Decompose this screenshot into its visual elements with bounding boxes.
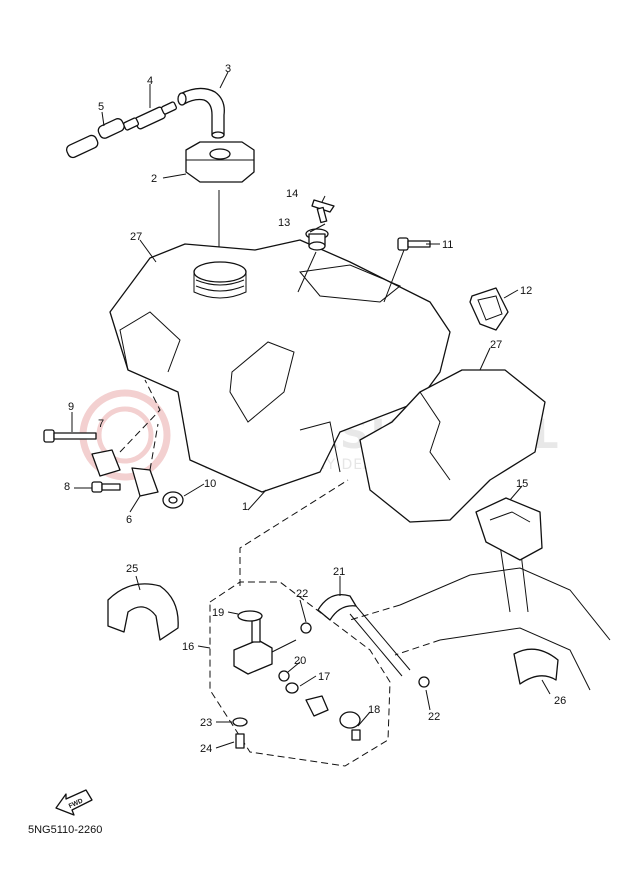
callout-26: 26 <box>554 695 566 707</box>
forward-arrow-icon: FWD <box>55 789 93 816</box>
callout-15: 15 <box>516 478 528 490</box>
callout-labels: 1 2 3 4 5 6 7 8 9 10 11 12 13 14 15 16 1… <box>64 63 566 755</box>
callout-22-upper: 22 <box>296 588 308 600</box>
filter-17 <box>285 682 299 694</box>
side-cover-right <box>359 369 546 523</box>
frame-section <box>349 544 611 691</box>
callout-18: 18 <box>368 704 380 716</box>
callout-7: 7 <box>98 418 104 430</box>
diagram-code: 5NG5110-2260 <box>28 824 103 836</box>
damper-guide-line <box>297 251 317 293</box>
callout-10: 10 <box>204 478 216 490</box>
callout-27-left: 27 <box>130 231 142 243</box>
callout-20: 20 <box>294 655 306 667</box>
callout-14: 14 <box>286 188 298 200</box>
screw-18 <box>351 729 361 741</box>
clip-22 <box>300 622 430 688</box>
breather-pipe <box>65 118 125 159</box>
bracket-6 <box>131 467 159 497</box>
fuel-cock-guide-line <box>239 479 349 586</box>
fuel-cock-group-box <box>209 581 391 767</box>
breather-hose <box>177 87 225 139</box>
callout-13: 13 <box>278 217 290 229</box>
callout-2: 2 <box>151 173 157 185</box>
protector-26 <box>513 648 559 685</box>
callout-9: 9 <box>68 401 74 413</box>
plate-part <box>305 695 361 729</box>
damper-7 <box>91 449 121 477</box>
callout-5: 5 <box>98 101 104 113</box>
callout-21: 21 <box>333 566 345 578</box>
callout-19: 19 <box>212 607 224 619</box>
callout-leaders <box>71 71 551 749</box>
o-ring-20 <box>278 670 290 682</box>
callout-6: 6 <box>126 514 132 526</box>
check-valve <box>122 101 178 131</box>
bolt-8 <box>91 481 121 493</box>
bolt-11 <box>397 237 431 251</box>
fuel-cock <box>233 617 297 675</box>
callout-11: 11 <box>442 239 453 251</box>
callout-22-lower: 22 <box>428 711 440 723</box>
callout-23: 23 <box>200 717 212 729</box>
callout-1: 1 <box>242 501 248 513</box>
washer-23 <box>232 717 248 727</box>
collar-10 <box>162 491 184 509</box>
fuel-pipe-21 <box>317 593 411 677</box>
fuel-tank <box>109 239 451 493</box>
tank-band-12 <box>469 287 509 331</box>
callout-24: 24 <box>200 743 212 755</box>
callout-12: 12 <box>520 285 532 297</box>
callout-4: 4 <box>147 75 153 87</box>
damper-13 <box>305 228 329 251</box>
screw-14 <box>311 199 335 224</box>
o-ring-19 <box>237 610 263 622</box>
protector-25 <box>107 583 179 641</box>
fuel-cap <box>185 141 255 183</box>
callout-16: 16 <box>182 641 194 653</box>
callout-8: 8 <box>64 481 70 493</box>
callout-27-right: 27 <box>490 339 502 351</box>
callout-17: 17 <box>318 671 330 683</box>
bolt-guide-line <box>383 249 405 303</box>
cover-15 <box>475 497 543 561</box>
left-guide-lines <box>119 379 161 471</box>
callout-25: 25 <box>126 563 138 575</box>
screw-24 <box>235 733 245 749</box>
bolt-9 <box>43 429 97 443</box>
callout-3: 3 <box>225 63 231 75</box>
